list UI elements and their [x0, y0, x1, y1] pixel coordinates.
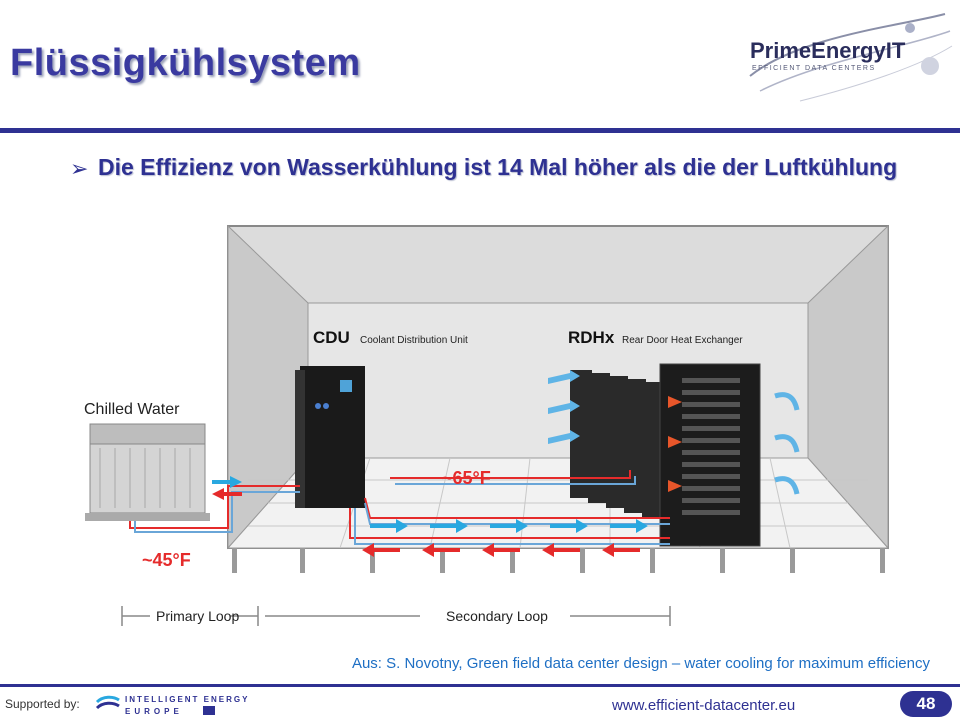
- logo-name: PrimeEnergyIT: [750, 38, 906, 63]
- primary-loop-label: Primary Loop: [156, 608, 239, 624]
- supported-by-label: Supported by:: [5, 697, 80, 711]
- airflow-arrows: [548, 370, 800, 495]
- server-rack-row: [570, 363, 761, 547]
- cdu-heading: CDU: [313, 328, 350, 347]
- footer-divider: [0, 684, 960, 687]
- cdu-cabinet: [295, 366, 365, 508]
- liquid-cooling-diagram: CDU Coolant Distribution Unit RDHx Rear …: [70, 218, 930, 638]
- eu-flag-icon: [203, 706, 215, 715]
- intelligent-energy-europe-logo: INTELLIGENT ENERGY EUROPE: [95, 695, 249, 716]
- primeenergyit-logo: PrimeEnergyIT EFFICIENT DATA CENTERS: [749, 13, 953, 102]
- secondary-loop-label: Secondary Loop: [446, 608, 548, 624]
- rdhx-description: Rear Door Heat Exchanger: [622, 335, 743, 346]
- secondary-temp-label: ~65°F: [442, 468, 491, 488]
- source-caption: Aus: S. Novotny, Green field data center…: [351, 655, 930, 672]
- rdhx-heading: RDHx: [568, 328, 615, 347]
- slide-title: Flüssigkühlsystem: [10, 42, 361, 84]
- arrow-bullet-icon: ➢: [70, 156, 89, 181]
- program-line-2: EUROPE: [125, 707, 183, 716]
- bullet-text: Die Effizienz von Wasserkühlung ist 14 M…: [98, 154, 898, 180]
- chilled-water-label: Chilled Water: [84, 401, 180, 418]
- website-url: www.efficient-datacenter.eu: [612, 697, 796, 714]
- page-number-badge: 48: [900, 691, 952, 717]
- logo-tagline: EFFICIENT DATA CENTERS: [752, 65, 876, 72]
- flow-arrows: [212, 476, 648, 557]
- chiller-unit: [85, 423, 210, 521]
- primary-temp-label: ~45°F: [142, 550, 191, 570]
- header-divider: [0, 128, 960, 133]
- loop-brackets: [121, 606, 671, 626]
- bullet-point: ➢ Die Effizienz von Wasserkühlung ist 14…: [70, 153, 930, 182]
- program-line-1: INTELLIGENT ENERGY: [125, 695, 249, 704]
- cdu-description: Coolant Distribution Unit: [360, 335, 468, 346]
